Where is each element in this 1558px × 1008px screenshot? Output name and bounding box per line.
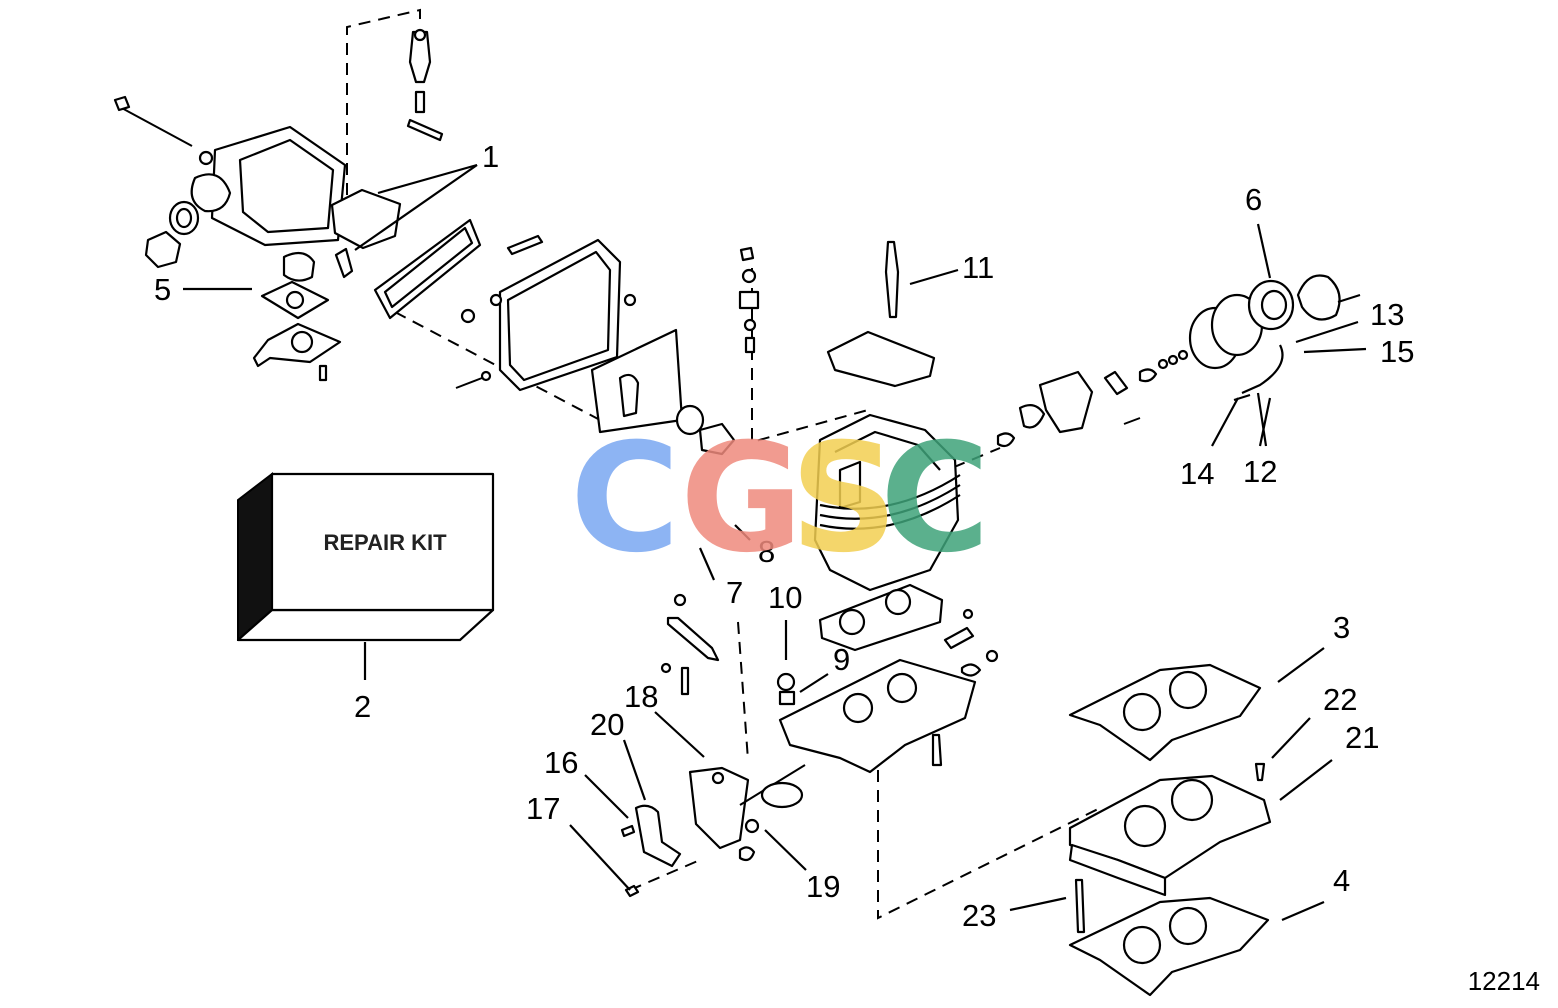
- callout-16: 16: [544, 745, 578, 780]
- callout-22: 22: [1323, 682, 1357, 717]
- figure-number: 12214: [1468, 966, 1540, 996]
- callout-4: 4: [1333, 863, 1350, 898]
- callout-11: 11: [962, 250, 994, 285]
- callout-7: 7: [726, 575, 743, 610]
- callout-14: 14: [1180, 456, 1214, 491]
- callout-9: 9: [833, 642, 850, 677]
- callout-23: 23: [962, 898, 996, 933]
- watermark-letter-c1: C: [570, 412, 680, 586]
- repair-kit-box: REPAIR KIT: [236, 471, 495, 642]
- fuel-bowl-assembly: [113, 28, 482, 382]
- callout-13: 13: [1370, 297, 1404, 332]
- callout-2: 2: [354, 689, 371, 724]
- callout-10: 10: [768, 580, 802, 615]
- carb-spacer-gaskets: [1068, 663, 1272, 997]
- watermark-letter-g: G: [680, 412, 803, 586]
- callout-numbers: 1 2 3 4 5 6 7 8 9 10 11 12 13 14 15 16 1…: [154, 139, 1414, 933]
- throttle-linkage: [620, 593, 806, 898]
- leader-lines: [183, 163, 1367, 922]
- callout-12: 12: [1243, 454, 1277, 489]
- callout-20: 20: [590, 707, 624, 742]
- carburetor-body: [738, 240, 961, 592]
- callout-5: 5: [154, 272, 171, 307]
- callout-6: 6: [1245, 182, 1262, 217]
- repair-kit-label: REPAIR KIT: [323, 530, 447, 555]
- metering-block: [455, 234, 736, 456]
- cgsc-watermark: C G S C: [570, 412, 990, 586]
- callout-3: 3: [1333, 610, 1350, 645]
- throttle-body: [776, 583, 999, 774]
- callout-15: 15: [1380, 334, 1414, 369]
- callout-8: 8: [758, 534, 775, 569]
- callout-19: 19: [806, 869, 840, 904]
- watermark-letter-s: S: [790, 412, 898, 586]
- callout-21: 21: [1345, 720, 1379, 755]
- choke-linkage: [996, 274, 1361, 448]
- callout-1: 1: [482, 139, 499, 174]
- callout-18: 18: [624, 679, 658, 714]
- callout-17: 17: [526, 791, 560, 826]
- watermark-letter-c2: C: [880, 412, 990, 586]
